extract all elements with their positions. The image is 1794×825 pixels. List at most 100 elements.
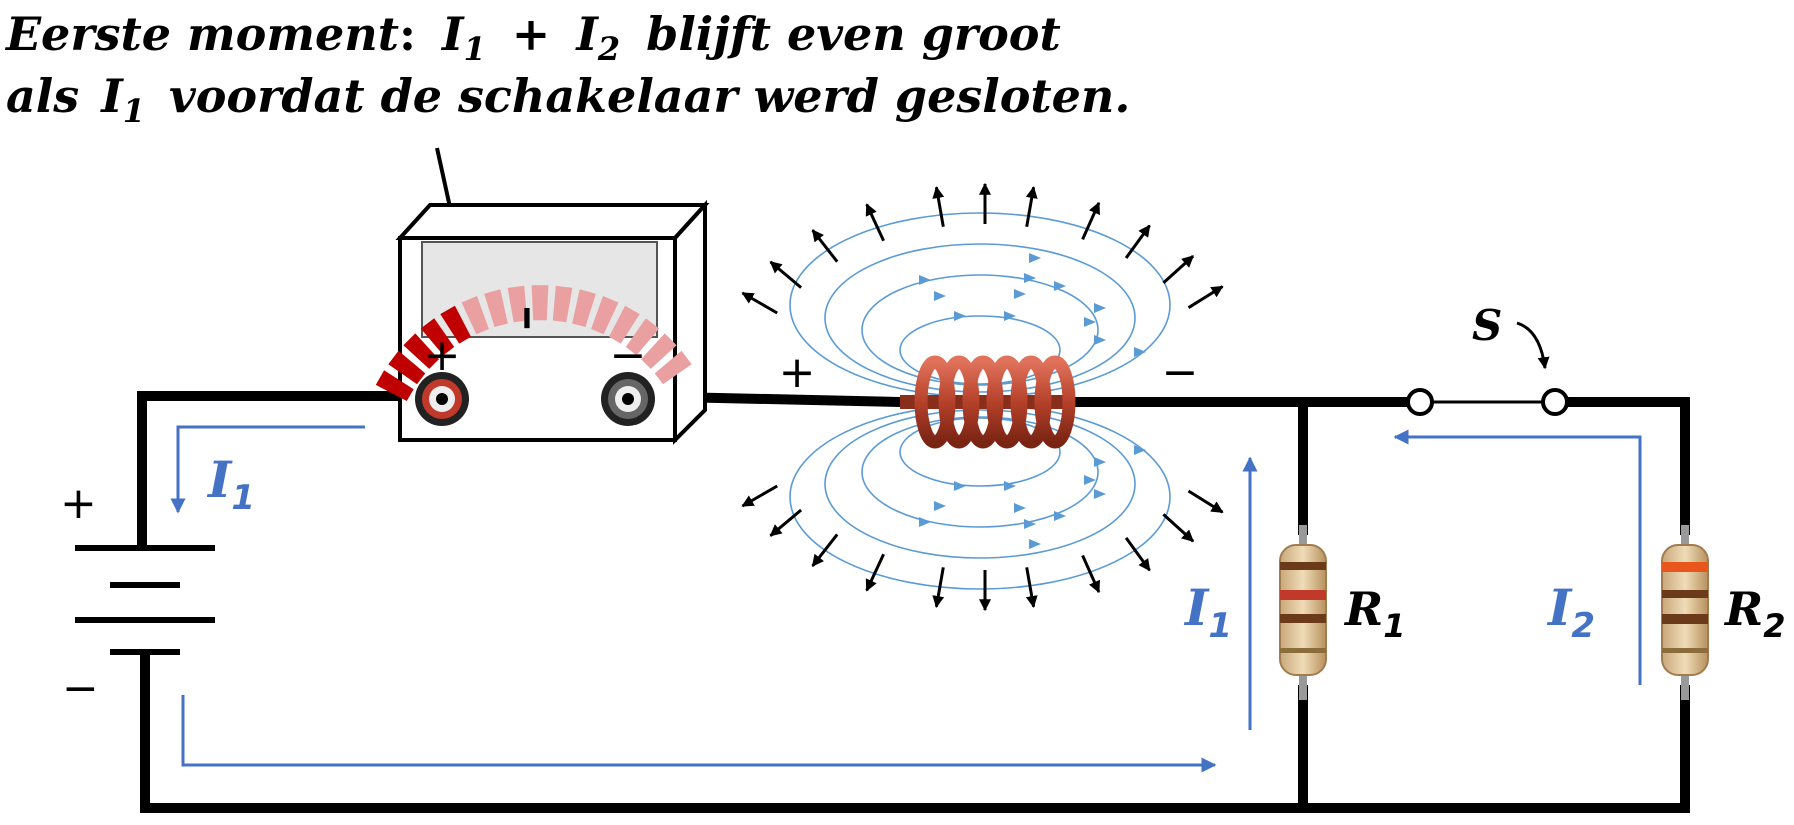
meter-scale-segment (572, 289, 596, 327)
radiating-arrow (769, 260, 803, 289)
radiating-arrow (1025, 567, 1038, 608)
field-arrowhead (1029, 253, 1041, 263)
meter-scale-segment (388, 350, 426, 385)
current-label-left: I1 (206, 450, 255, 518)
current-r1-sub: 1 (1208, 606, 1232, 646)
meter-scale-segment (440, 305, 471, 344)
field-arrowhead (1004, 481, 1016, 491)
field-arrowhead (1094, 457, 1106, 467)
meter-scale-segment (654, 350, 692, 385)
radiating-arrow (932, 186, 945, 227)
field-direction-arrows (919, 253, 1146, 549)
field-arrowhead (1024, 273, 1036, 283)
meter-scale-segment (552, 285, 573, 323)
radiating-arrow (1162, 254, 1195, 285)
current-arrow-bottom (181, 695, 1217, 773)
radiating-arrow (811, 229, 839, 263)
radiating-arrow (1124, 224, 1151, 259)
radiating-arrow (1025, 186, 1038, 227)
field-arrowhead (954, 311, 966, 321)
wire-r2-top (1560, 397, 1690, 535)
caption: Eerste moment: I1 + I2 blijft even groot… (4, 7, 1130, 264)
field-arrowhead (1014, 289, 1026, 299)
wire-top-left (137, 391, 445, 545)
caption-line1-i1-sub: 1 (464, 30, 486, 68)
meter-terminal-plus (415, 372, 469, 426)
radiating-arrow (1081, 201, 1101, 241)
radiating-arrow (1081, 554, 1101, 594)
current-arrow-left (170, 425, 365, 514)
current-label-r2: I2 (1546, 578, 1595, 646)
meter-scale-mark: I (522, 302, 532, 335)
field-arrowhead (1024, 519, 1036, 529)
caption-line1-tail: blijft even groot (646, 7, 1061, 61)
meter-scale-segment (531, 285, 549, 321)
ammeter: I + − (375, 199, 710, 445)
radiating-arrow (811, 533, 839, 567)
radiating-arrow (865, 203, 885, 242)
radiating-arrow (932, 567, 945, 608)
meter-scale-segment (609, 305, 640, 344)
meter-scale (375, 285, 692, 401)
meter-scale-segment (420, 318, 455, 356)
coil (900, 355, 1076, 449)
svg-text:als I1 voordat de: als I1 voordat de schakelaar werd geslot… (6, 69, 1130, 133)
radiating-arrow (1124, 537, 1151, 572)
coil-turn (1034, 355, 1076, 449)
field-arrowhead (954, 481, 966, 491)
field-arrowhead (934, 501, 946, 511)
caption-line1-plus: + (512, 7, 551, 61)
svg-text:Eerste moment: I1: Eerste moment: I1 + I2 blijft even groot (4, 7, 1061, 71)
caption-line2-lead: als (6, 69, 79, 123)
current-left-symbol: I (206, 450, 233, 509)
meter-scale-segment (507, 285, 528, 323)
field-arrowhead (1084, 317, 1096, 327)
meter-scale-segment (641, 333, 677, 369)
resistor-r1-symbol: R (1343, 582, 1383, 636)
field-arrowhead (919, 275, 931, 285)
current-arrow-r2-branch (1393, 429, 1642, 685)
current-label-r1: I1 (1183, 578, 1232, 646)
field-arrowhead (1094, 303, 1106, 313)
current-arrows (170, 425, 1642, 773)
meter-terminal-minus (601, 372, 655, 426)
field-arrowhead (1029, 539, 1041, 549)
meter-scale-segment (403, 333, 439, 369)
switch (1406, 321, 1569, 416)
coil-minus-label: − (1162, 347, 1199, 398)
meter-scale-segment (625, 318, 660, 356)
resistor-r1-label: R1 (1343, 582, 1406, 645)
resistor-r2-sub: 2 (1763, 607, 1785, 645)
field-arrowhead (1134, 347, 1146, 357)
field-arrowhead (1054, 281, 1066, 291)
resistor-r2 (1661, 525, 1709, 700)
caption-line1-i1: I (440, 7, 465, 61)
radiating-arrow (1187, 489, 1224, 514)
caption-line2-i1-sub: 1 (123, 92, 145, 130)
radiating-arrow (865, 553, 885, 592)
caption-line1-lead: Eerste moment (4, 7, 399, 61)
field-arrowhead (1054, 511, 1066, 521)
field-arrowhead (1094, 335, 1106, 345)
resistor-r1-sub: 1 (1383, 607, 1405, 645)
caption-line1-colon: : (399, 7, 416, 61)
caption-line2-tail: voordat de schakelaar werd gesloten. (169, 69, 1130, 123)
battery (75, 545, 215, 655)
battery-minus-label: − (62, 663, 99, 714)
resistor-r2-symbol: R (1723, 582, 1763, 636)
radiating-arrow (769, 508, 803, 537)
switch-label: S (1472, 301, 1502, 350)
radiating-arrow (1187, 285, 1224, 309)
meter-scale-segment (375, 370, 414, 401)
wire-bottom (140, 650, 1690, 813)
battery-plus-label: + (60, 478, 97, 529)
current-r2-sub: 2 (1571, 606, 1595, 646)
resistor-r1 (1279, 525, 1327, 700)
meter-scale-segment (591, 296, 619, 335)
field-arrowhead (1014, 503, 1026, 513)
meter-scale-segment (484, 289, 508, 327)
field-arrowhead (1094, 489, 1106, 499)
field-arrowhead (1134, 445, 1146, 455)
caption-line2-i1: I (99, 69, 124, 123)
meter-scale-segment (461, 296, 489, 335)
